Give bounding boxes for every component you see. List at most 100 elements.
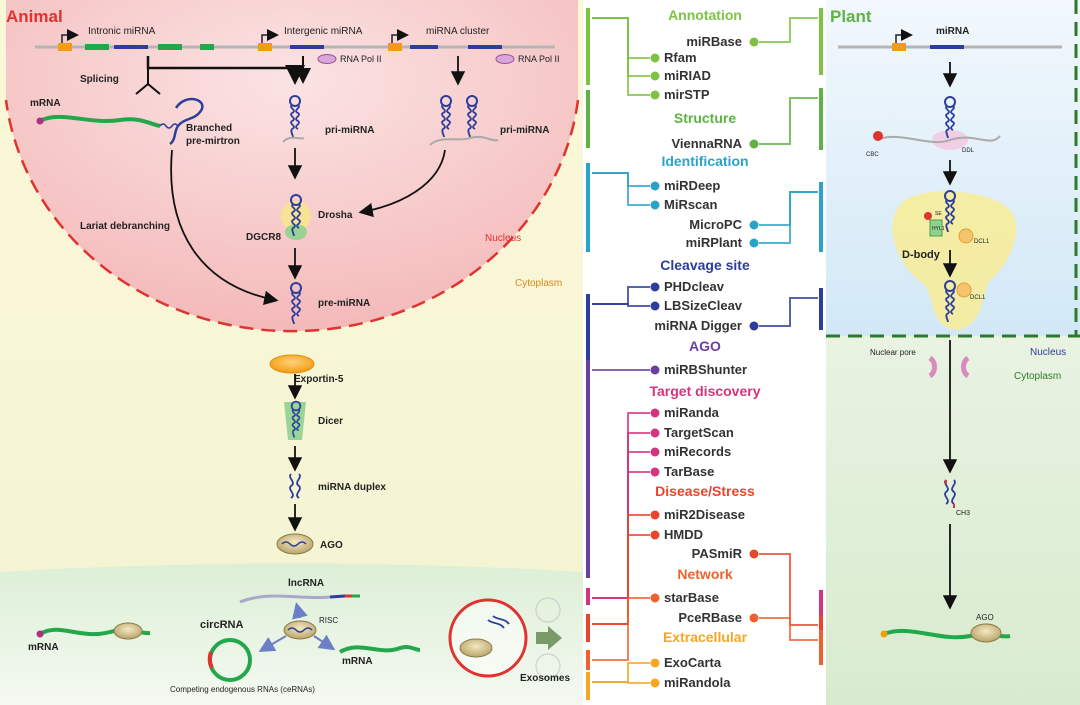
dcl1-label: DCL1 [974,239,990,245]
d-body-icon [892,191,1017,330]
lariat-arrow [170,149,279,305]
tool-name: MiRscan [664,197,718,212]
pre-mirtron-icon [169,97,204,146]
pri-mirna-cluster-label: pri-miRNA [500,125,549,136]
mrna-target-label: mRNA [342,656,373,667]
pre-mirtron-label: pre-mirtron [186,136,240,147]
dcl1-label-2: DCL1 [970,295,986,301]
tool-connector [592,17,650,59]
tool-connector [592,662,650,683]
tool-connector [759,553,818,626]
tool-connector [592,17,650,96]
tool-connector [592,17,650,77]
d-body-label: D-body [902,249,941,261]
cbc-label: CBC [866,152,879,158]
tool-connector [759,617,818,641]
tool-connector [759,97,818,145]
tool-connector [592,303,650,307]
ago-label: AGO [320,540,343,551]
promoter-block [58,43,72,51]
tool-name: PASmiR [692,546,743,561]
tool-name: LBSizeCleav [664,298,743,313]
plant-title: Plant [830,7,872,26]
tool-name: Rfam [664,50,697,65]
tool-connector [592,172,650,187]
tool-dot [650,593,660,603]
exportin-label: Exportin-5 [294,374,344,385]
tool-dot [650,53,660,63]
nuclear-pore-label: Nuclear pore [870,348,916,357]
category-header: Target discovery [649,383,760,399]
tool-connector [592,451,650,599]
tss-arrow-icon [261,29,279,43]
ago-icon [276,533,314,555]
category-header: Cleavage site [660,257,750,273]
mrna-extracellular-label: mRNA [28,642,59,653]
mrna-label: mRNA [30,98,61,109]
ch3-label: CH3 [956,510,970,517]
tool-dot [650,181,660,191]
tool-dot [749,37,759,47]
risc-label: RISC [319,616,338,625]
exportin-icon [269,354,315,374]
exosomes-label: Exosomes [520,673,570,684]
tool-connector [592,681,650,684]
tool-name: PHDcleav [664,279,725,294]
tool-name: MicroPC [689,217,742,232]
tool-name: miRDeep [664,178,720,193]
se-label: SE [935,211,942,217]
category-header: Annotation [668,7,742,23]
lariat-label: Lariat debranching [80,221,170,232]
drosha-icon [281,201,311,231]
tool-name: PceRBase [678,610,742,625]
cbc-icon [873,131,883,141]
tool-name: miRPlant [686,235,743,250]
category-header: Structure [674,110,736,126]
tool-dot [650,90,660,100]
tool-connector [592,412,650,599]
tool-dot [749,321,759,331]
tool-dot [650,678,660,688]
tool-dot [650,467,660,477]
tool-connector [759,191,818,226]
dcl1-icon [958,228,974,244]
mirna-duplex-icon [289,473,294,499]
tool-dot [650,428,660,438]
cluster-gene [388,29,502,51]
tool-dot [650,282,660,292]
nucleus-label: Nucleus [485,233,521,244]
cerna-label: Competing endogenous RNAs (ceRNAs) [170,685,315,694]
dicer-label: Dicer [318,416,343,427]
tool-name: miRanda [664,405,720,420]
rna-pol-icon [317,54,337,64]
tool-name: ExoCarta [664,655,722,670]
tool-connector [592,534,650,625]
nuclear-envelope [4,99,580,333]
pri-mirna-label: pri-miRNA [325,125,374,136]
tool-dot [650,510,660,520]
hyl1-label: HYL1 [932,226,945,232]
cytoplasm-label: Cytoplasm [515,278,562,289]
splicing-branch [135,68,161,95]
splicing-label: Splicing [80,74,119,85]
mirna-cluster-label: miRNA cluster [426,26,490,37]
circrna-label: circRNA [200,619,243,631]
tool-name: miRecords [664,444,731,459]
tool-connector [592,286,650,305]
tool-connector [592,514,650,625]
tool-dot [650,301,660,311]
tss-arrow-icon [61,29,79,43]
tss-arrow-icon [895,29,913,43]
intergenic-mirna-label: Intergenic miRNA [284,26,363,37]
tool-dot [650,408,660,418]
plant-cytoplasm-label: Cytoplasm [1014,371,1061,382]
tool-connector [759,297,818,327]
tool-name: miRandola [664,675,731,690]
tool-name: starBase [664,590,719,605]
duplex-label: miRNA duplex [318,482,386,493]
tool-name: TarBase [664,464,714,479]
pre-mirna-label: pre-miRNA [318,298,370,309]
tool-connector [759,17,818,43]
target-mrna-strand [338,645,421,654]
